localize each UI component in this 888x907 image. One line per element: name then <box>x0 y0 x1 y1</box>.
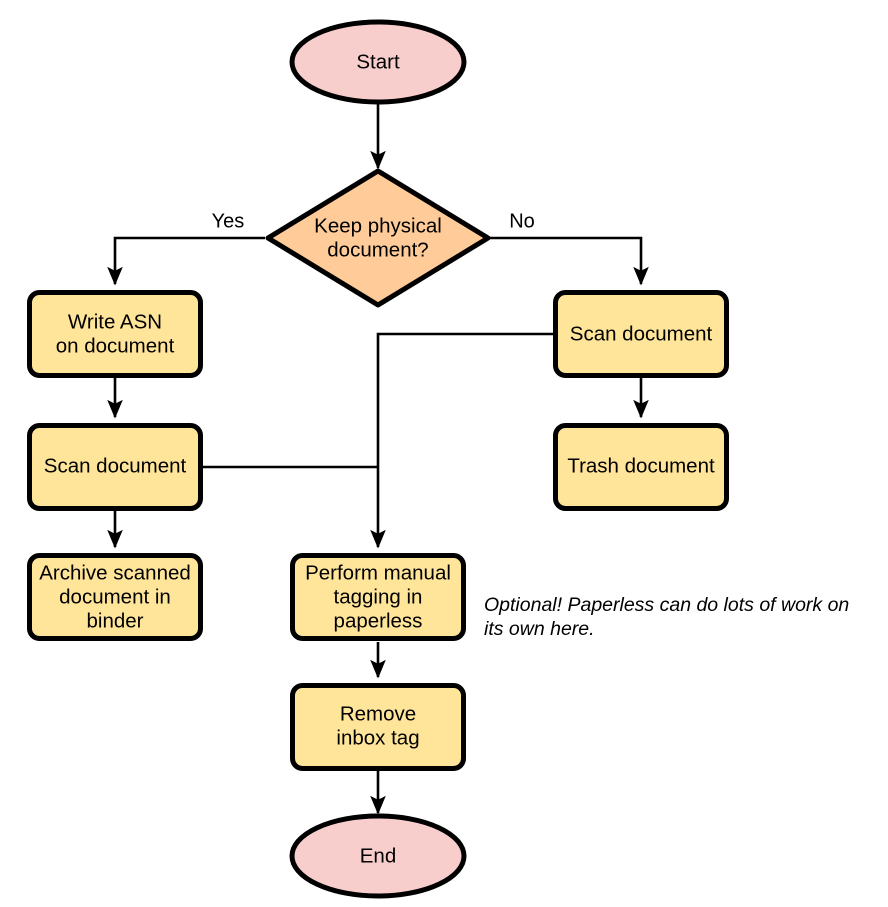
tagging-label-line1: Perform manual <box>305 561 451 584</box>
node-trash-document[interactable]: Trash document <box>553 423 729 511</box>
node-decision-keep-physical-document[interactable]: Keep physical document? <box>265 168 491 308</box>
write-asn-box <box>27 290 203 378</box>
edge-label-yes: Yes <box>212 210 245 232</box>
end-ellipse <box>289 813 467 899</box>
start-label: Start <box>356 50 400 73</box>
node-write-asn-on-document[interactable]: Write ASN on document <box>27 290 203 378</box>
node-archive-scanned-document[interactable]: Archive scanned document in binder <box>27 553 203 641</box>
scan-document-left-label: Scan document <box>44 454 187 477</box>
remove-inbox-tag-label-line1: Remove <box>340 702 416 725</box>
node-scan-document-left[interactable]: Scan document <box>27 423 203 511</box>
tagging-box <box>290 553 466 641</box>
scan-document-right-box <box>553 290 729 378</box>
edge-label-no: No <box>509 210 535 232</box>
tagging-label-line2: tagging in <box>334 585 423 608</box>
end-label: End <box>360 844 396 867</box>
tagging-label-line3: paperless <box>334 609 423 632</box>
scan-document-left-box <box>27 423 203 511</box>
node-scan-document-right[interactable]: Scan document <box>553 290 729 378</box>
node-start[interactable]: Start <box>289 19 467 105</box>
archive-label-line2: document in <box>59 585 171 608</box>
optional-note-line2: its own here. <box>484 618 595 640</box>
write-asn-label-line1: Write ASN <box>68 310 162 333</box>
scan-document-right-label: Scan document <box>570 322 713 345</box>
start-ellipse <box>289 19 467 105</box>
trash-document-label: Trash document <box>567 454 715 477</box>
trash-document-box <box>553 423 729 511</box>
remove-inbox-tag-label-line2: inbox tag <box>336 726 419 749</box>
decision-label-line2: document? <box>327 238 428 261</box>
write-asn-label-line2: on document <box>56 334 175 357</box>
edge-decision-no-to-scan-right <box>490 236 649 286</box>
annotation-optional-note: Optional! Paperless can do lots of work … <box>484 594 849 640</box>
node-end[interactable]: End <box>289 813 467 899</box>
edge-scan-right-to-tagging <box>370 332 553 549</box>
edge-decision-yes-to-write-asn <box>107 236 265 286</box>
archive-label-line3: binder <box>87 609 144 632</box>
optional-note-line1: Optional! Paperless can do lots of work … <box>484 594 849 616</box>
decision-diamond <box>265 168 491 308</box>
archive-label-line1: Archive scanned <box>39 561 191 584</box>
remove-inbox-tag-box <box>290 683 466 771</box>
archive-box <box>27 553 203 641</box>
decision-label-line1: Keep physical <box>314 214 442 237</box>
node-remove-inbox-tag[interactable]: Remove inbox tag <box>290 683 466 771</box>
node-perform-manual-tagging[interactable]: Perform manual tagging in paperless <box>290 553 466 641</box>
